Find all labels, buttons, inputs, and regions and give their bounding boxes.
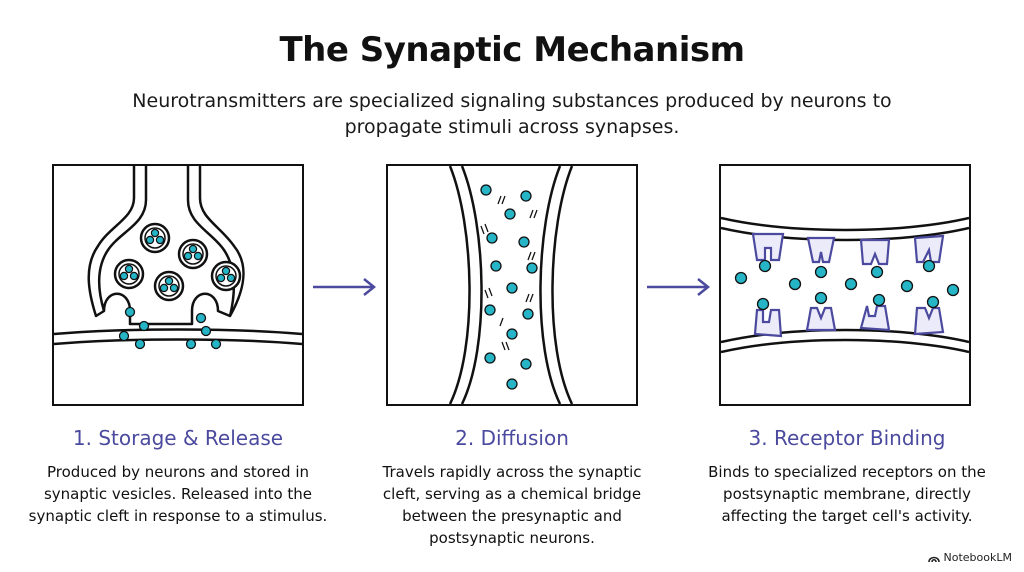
notebooklm-branding: NotebookLM bbox=[927, 551, 1012, 564]
step-3-title: 3. Receptor Binding bbox=[748, 426, 946, 450]
branding-label: NotebookLM bbox=[943, 551, 1012, 564]
storage-release-illustration bbox=[52, 164, 304, 406]
notebooklm-logo-icon bbox=[927, 556, 940, 562]
receptor-binding-illustration bbox=[719, 164, 971, 406]
page-subtitle: Neurotransmitters are specialized signal… bbox=[132, 90, 892, 138]
step-1-description: Produced by neurons and stored in synapt… bbox=[28, 463, 328, 525]
arrow-right-icon bbox=[647, 278, 711, 296]
vesicle bbox=[113, 258, 145, 290]
vesicle bbox=[177, 238, 209, 270]
released-molecules bbox=[118, 306, 222, 350]
step-2-description: Travels rapidly across the synaptic clef… bbox=[382, 463, 642, 547]
diffusing-molecules bbox=[480, 184, 538, 390]
motion-lines bbox=[480, 195, 538, 351]
vesicle bbox=[210, 260, 242, 292]
step-3-description: Binds to specialized receptors on the po… bbox=[708, 463, 986, 525]
bound-molecules bbox=[734, 259, 960, 311]
page-title: The Synaptic Mechanism bbox=[279, 30, 745, 70]
arrow-right-icon bbox=[313, 278, 377, 296]
receptor bbox=[751, 232, 945, 266]
vesicle bbox=[153, 270, 185, 302]
vesicle bbox=[139, 222, 171, 254]
step-1-title: 1. Storage & Release bbox=[72, 426, 284, 450]
receptor bbox=[753, 304, 945, 338]
step-2-title: 2. Diffusion bbox=[455, 426, 569, 450]
diffusion-illustration bbox=[386, 164, 638, 406]
